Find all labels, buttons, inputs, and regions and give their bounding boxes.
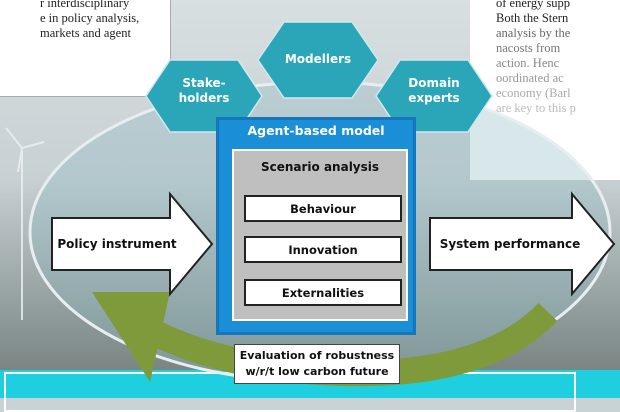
agent-based-model-title: Agent-based model xyxy=(247,123,385,138)
domain-experts-label: Domain experts xyxy=(408,76,460,105)
evaluation-line-1: Evaluation of robustness xyxy=(239,349,395,362)
flow-arrows xyxy=(51,191,616,297)
bg-right-line-5: action. Henc xyxy=(496,56,560,70)
evaluation-line-2: w/r/t low carbon future xyxy=(245,365,389,378)
innovation-box: Innovation xyxy=(244,236,402,263)
system-performance-arrow xyxy=(429,191,616,297)
bg-left-line-3: markets and agent xyxy=(40,26,131,40)
modellers-label: Modellers xyxy=(284,52,352,66)
bg-right-line-2: Both the Stern xyxy=(496,11,569,25)
bg-right-line-7: economy (Barl xyxy=(496,86,571,100)
policy-instrument-arrow xyxy=(51,191,214,297)
system-performance-label: System performance xyxy=(439,237,581,251)
bg-left-line-1: r interdisciplinary xyxy=(40,0,130,10)
bg-right-line-1: of energy supp xyxy=(496,0,571,10)
behaviour-box: Behaviour xyxy=(244,195,402,222)
hexagon-modellers xyxy=(257,21,379,99)
bg-right-line-4: nacosts from xyxy=(496,41,561,55)
scenario-analysis-title: Scenario analysis xyxy=(260,160,380,174)
evaluation-box: Evaluation of robustness w/r/t low carbo… xyxy=(234,344,400,384)
policy-instrument-label: Policy instrument xyxy=(57,237,177,251)
stakeholders-label: Stake- holders xyxy=(178,76,230,105)
wind-turbines-background xyxy=(5,127,45,320)
background-text-right: of energy supp Both the Stern analysis b… xyxy=(470,0,620,180)
bg-right-line-6: oordinated ac xyxy=(496,71,564,85)
hexagon-domain-experts xyxy=(375,59,493,133)
bg-right-line-3: analysis by the xyxy=(496,26,571,40)
bg-right-line-8: are key to this p xyxy=(496,101,576,115)
externalities-box: Externalities xyxy=(244,279,402,306)
background-text-left: r interdisciplinary e in policy analysis… xyxy=(0,0,171,97)
bg-left-line-2: e in policy analysis, xyxy=(40,11,140,25)
